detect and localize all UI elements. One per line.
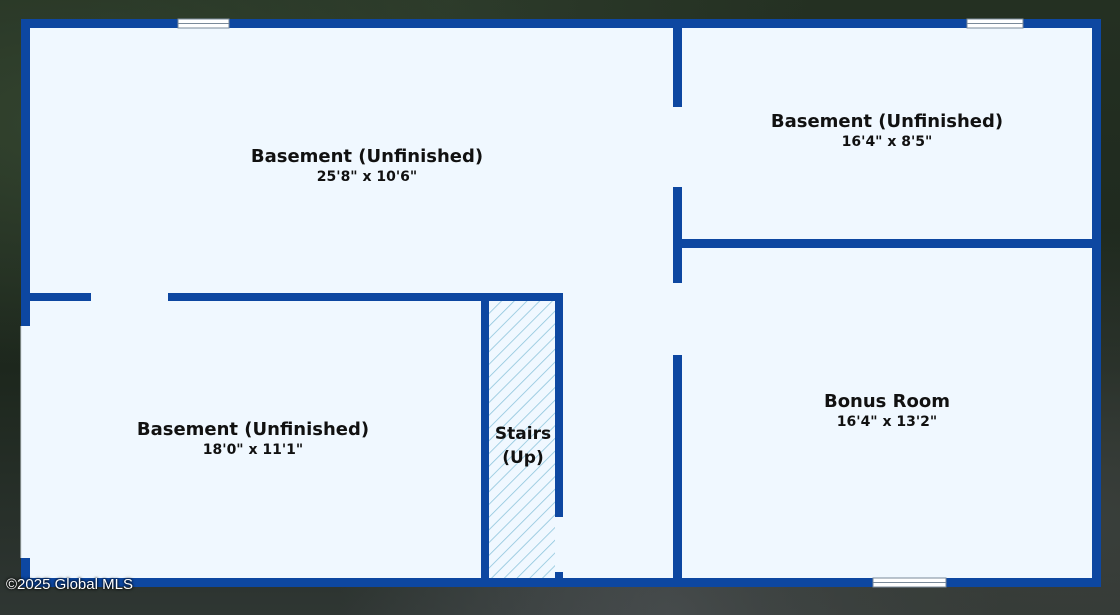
- room-label-basement-top-left: Basement (Unfinished) 25'8" x 10'6": [217, 146, 517, 186]
- interior-wall-left-horizontal: [26, 293, 563, 301]
- room-dimensions: 16'4" x 8'5": [841, 134, 933, 150]
- room-label-basement-bottom-left: Basement (Unfinished) 18'0" x 11'1": [103, 419, 403, 459]
- door-opening-stairs: [555, 517, 563, 572]
- outer-wall-right: [1092, 19, 1101, 587]
- door-opening-center-upper: [673, 107, 682, 187]
- stairs-label-line2: (Up): [502, 448, 544, 468]
- copyright-notice: ©2025 Global MLS: [6, 576, 133, 593]
- window-top-right: [966, 18, 1024, 29]
- room-dimensions: 18'0" x 11'1": [202, 442, 304, 458]
- room-dimensions: 16'4" x 13'2": [836, 414, 938, 430]
- room-name: Basement (Unfinished): [770, 111, 1004, 132]
- window-bottom-right: [872, 577, 947, 588]
- interior-wall-right-horizontal: [678, 239, 1096, 248]
- outer-wall-bottom: [21, 578, 1101, 587]
- window-top-left: [177, 18, 230, 29]
- stairs-label: Stairs (Up): [486, 422, 560, 470]
- door-opening-left-room: [91, 293, 168, 301]
- outer-wall-top: [21, 19, 1101, 28]
- stairs-label-line1: Stairs: [494, 424, 552, 444]
- door-opening-left-outer: [21, 326, 30, 558]
- stairs-wall-right: [555, 297, 563, 582]
- stairs-wall-left: [481, 297, 489, 582]
- room-name: Basement (Unfinished): [136, 419, 370, 440]
- stairs-hatch: [489, 301, 555, 579]
- room-name: Basement (Unfinished): [250, 146, 484, 167]
- door-opening-center-lower: [673, 283, 682, 355]
- room-label-basement-top-right: Basement (Unfinished) 16'4" x 8'5": [737, 111, 1037, 151]
- outer-wall-left: [21, 19, 30, 587]
- room-label-bonus-room: Bonus Room 16'4" x 13'2": [737, 391, 1037, 431]
- room-name: Bonus Room: [823, 391, 951, 412]
- room-dimensions: 25'8" x 10'6": [316, 169, 418, 185]
